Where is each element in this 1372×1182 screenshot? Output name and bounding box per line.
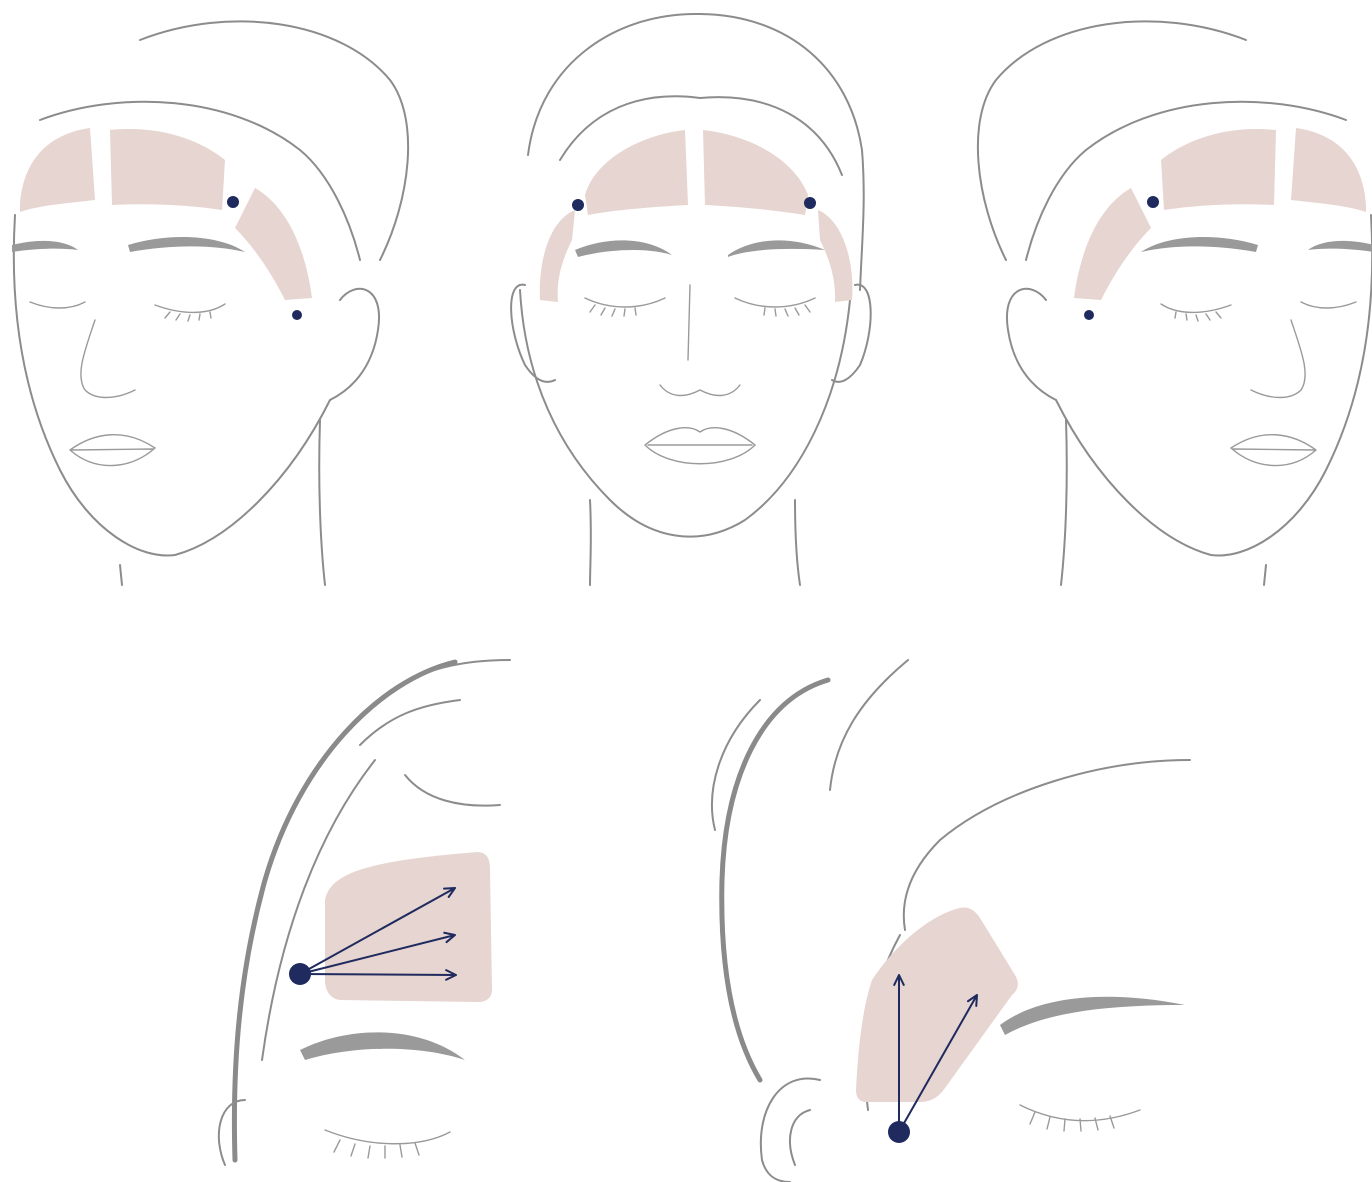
- injection-point: [1084, 310, 1094, 320]
- treatment-zone: [325, 852, 492, 1002]
- neck-right: [1061, 420, 1067, 585]
- brow-near: [1308, 241, 1372, 252]
- brow: [1000, 997, 1185, 1035]
- injection-point: [227, 196, 239, 208]
- eye-left: [30, 302, 85, 308]
- eye-far: [1161, 304, 1231, 312]
- ear-inner: [790, 1110, 810, 1165]
- treatment-zone-temple: [235, 188, 312, 300]
- ear: [330, 289, 379, 400]
- eye-right: [735, 298, 815, 307]
- lashes-right: [165, 312, 211, 321]
- neck-left: [120, 565, 122, 585]
- treatment-zone-temple-left: [540, 210, 575, 302]
- treatment-zone-forehead-center: [1161, 129, 1276, 210]
- face-front: [511, 14, 871, 585]
- nose: [660, 285, 740, 395]
- neck-right: [319, 420, 325, 585]
- nose: [1251, 320, 1305, 398]
- treatment-zone-temple: [1074, 188, 1151, 300]
- brow-far: [1141, 237, 1258, 252]
- hairline: [560, 96, 842, 175]
- brow-left: [12, 241, 78, 252]
- neck-right: [795, 500, 800, 585]
- treatment-zone-forehead-right: [703, 130, 808, 215]
- forehead-curve: [405, 775, 500, 806]
- eye-right: [155, 304, 225, 312]
- head-curve: [904, 760, 1190, 930]
- injection-point: [289, 963, 311, 985]
- face-three-quarter-right: [978, 21, 1372, 585]
- eye: [325, 1130, 450, 1144]
- face-three-quarter-left: [12, 21, 408, 585]
- lips: [70, 435, 155, 466]
- brow-right: [728, 240, 825, 257]
- injection-point: [292, 310, 302, 320]
- treatment-zone-forehead-left: [20, 128, 95, 212]
- neck-left: [590, 500, 591, 585]
- face-outline: [520, 290, 850, 537]
- hair-strand: [395, 660, 510, 690]
- neck-left: [1264, 565, 1266, 585]
- eye-near: [1301, 302, 1356, 308]
- treatment-zone-temple-right: [818, 210, 852, 302]
- lips: [1231, 435, 1316, 466]
- brow-left: [575, 240, 672, 257]
- hair-strand: [712, 700, 760, 830]
- treatment-zone-forehead-left: [585, 130, 688, 215]
- hair-outline: [722, 680, 828, 1080]
- injection-point: [572, 199, 584, 211]
- treatment-zone: [856, 907, 1018, 1102]
- treatment-zone-forehead-center: [110, 129, 225, 210]
- lashes: [1175, 312, 1221, 321]
- nose: [81, 320, 135, 398]
- injection-point: [804, 197, 816, 209]
- lips: [645, 428, 755, 464]
- treatment-zone-forehead-far: [1291, 128, 1366, 212]
- ear: [1007, 289, 1056, 400]
- forehead-closeup-fan: [219, 660, 510, 1165]
- injection-point: [888, 1121, 910, 1143]
- eye-left: [585, 298, 665, 307]
- brow-right: [128, 237, 245, 252]
- temple-closeup-fan: [712, 660, 1190, 1182]
- brow: [300, 1032, 465, 1060]
- ear: [219, 1100, 245, 1165]
- hair-strand: [830, 660, 908, 790]
- injection-point: [1147, 196, 1159, 208]
